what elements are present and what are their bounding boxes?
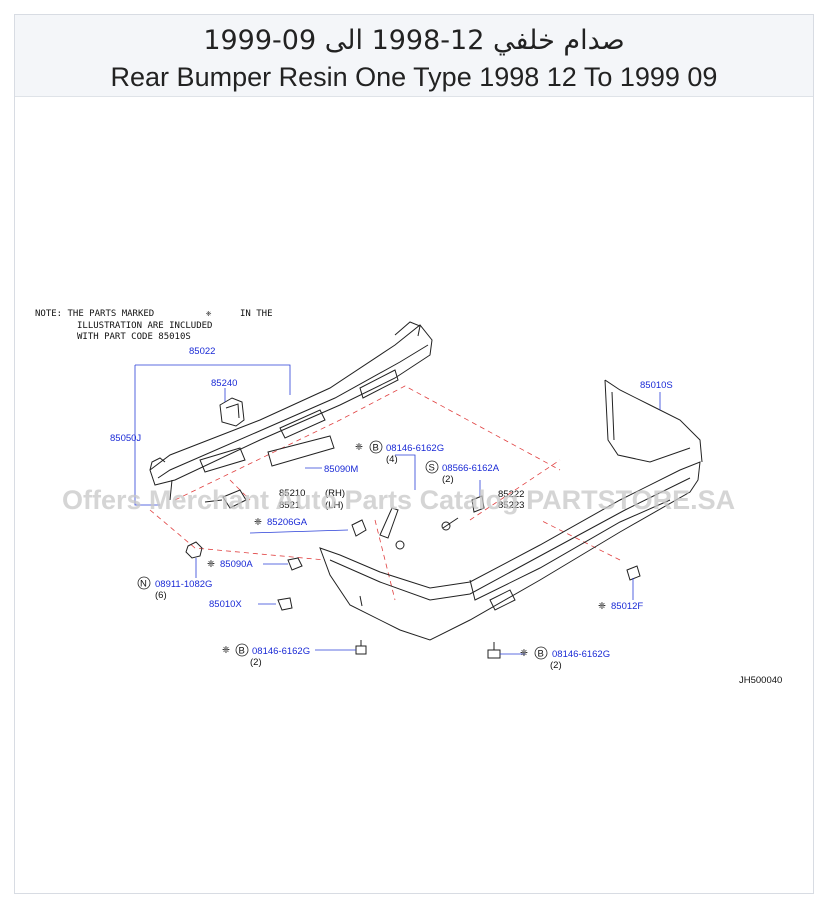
side-bracket-85210: [204, 489, 247, 509]
qty-08146-br: (2): [550, 660, 562, 671]
label-08146-top: 08146-6162G: [386, 443, 444, 454]
mark-08146-bl: ❈: [222, 645, 230, 656]
label-85012F: 85012F: [611, 601, 643, 612]
label-85222: 85222: [498, 489, 524, 500]
clip-85012F: [626, 565, 641, 581]
mark-85206GA: ❈: [254, 517, 262, 528]
label-85090A: 85090A: [220, 559, 253, 570]
bumper-reinforcement-85022: [149, 321, 433, 501]
note-in-the: IN THE: [240, 309, 273, 319]
mark-08146-top: ❈: [355, 442, 363, 453]
label-08566: 08566-6162A: [442, 463, 500, 474]
label-85240: 85240: [211, 378, 237, 389]
label-85010S: 85010S: [640, 380, 673, 391]
bolt-symbol-circle-top: [369, 440, 383, 454]
qty-08911: (6): [155, 590, 167, 601]
mark-08146-br: ❈: [520, 648, 528, 659]
label-08911: 08911-1082G: [155, 579, 212, 590]
label-85210: 85210: [279, 488, 305, 499]
bumper-fascia-85010S: [319, 379, 703, 641]
note-mark-symbol: ❈: [206, 309, 212, 319]
leader-lines: [134, 364, 661, 655]
label-85206GA: 85206GA: [267, 517, 308, 528]
label-08146-bl: 08146-6162G: [252, 646, 310, 657]
clip-85010X: [277, 597, 293, 611]
label-85022: 85022: [189, 346, 215, 357]
note-line-2: ILLUSTRATION ARE INCLUDED: [77, 321, 212, 331]
nut-symbol-circle: [137, 576, 151, 590]
mark-85012F: ❈: [598, 601, 606, 612]
label-85010X: 85010X: [209, 599, 242, 610]
qty-08146-top: (4): [386, 454, 398, 465]
clip-85222: [471, 495, 485, 513]
diagram-frame: صدام خلفي 12-1998 الى 09-1999 Rear Bumpe…: [14, 14, 814, 894]
title-header: صدام خلفي 12-1998 الى 09-1999 Rear Bumpe…: [15, 15, 813, 97]
mark-85090A: ❈: [207, 559, 215, 570]
title-arabic: صدام خلفي 12-1998 الى 09-1999: [203, 25, 625, 56]
label-08146-br: 08146-6162G: [552, 649, 610, 660]
assembly-dashed-lines: [149, 385, 621, 601]
watermark: Offers Merchant Auto Parts Catalog PARTS…: [62, 485, 735, 515]
qty-08566: (2): [442, 474, 454, 485]
nut-symbol-n: N: [140, 579, 147, 590]
bolt-symbol-b-br: B: [538, 649, 544, 660]
diagram-code: JH500040: [739, 675, 782, 686]
label-85223: 85223: [498, 500, 524, 511]
stay-bracket: [379, 507, 405, 550]
clip-85090A: [287, 557, 303, 571]
bolt-symbol-b-bl: B: [239, 646, 245, 657]
bolt-symbol-circle-br: [534, 646, 548, 660]
bolt-bottom-left: [355, 640, 367, 655]
label-85090M: 85090M: [324, 464, 358, 475]
screw-08566: [441, 517, 459, 531]
clip-85206GA: [351, 519, 367, 537]
energy-absorber-85090M: [267, 435, 335, 467]
title-english: Rear Bumper Resin One Type 1998 12 To 19…: [110, 62, 718, 92]
note-line-3: WITH PART CODE 85010S: [77, 332, 191, 342]
screw-symbol-s: S: [429, 463, 435, 474]
note-line-1: NOTE: THE PARTS MARKED: [35, 309, 154, 319]
label-85211: 8521: [279, 500, 300, 511]
screw-symbol-circle: [425, 460, 439, 474]
bolt-symbol-circle-bl: [235, 643, 249, 657]
label-lh: (LH): [325, 500, 343, 511]
label-rh: (RH): [325, 488, 345, 499]
bolt-symbol-b-top: B: [373, 443, 379, 454]
label-85050J: 85050J: [110, 433, 141, 444]
bracket-85240: [219, 397, 245, 427]
bolt-bottom-right: [487, 642, 501, 659]
qty-08146-bl: (2): [250, 657, 262, 668]
nut-08911: [185, 541, 203, 559]
